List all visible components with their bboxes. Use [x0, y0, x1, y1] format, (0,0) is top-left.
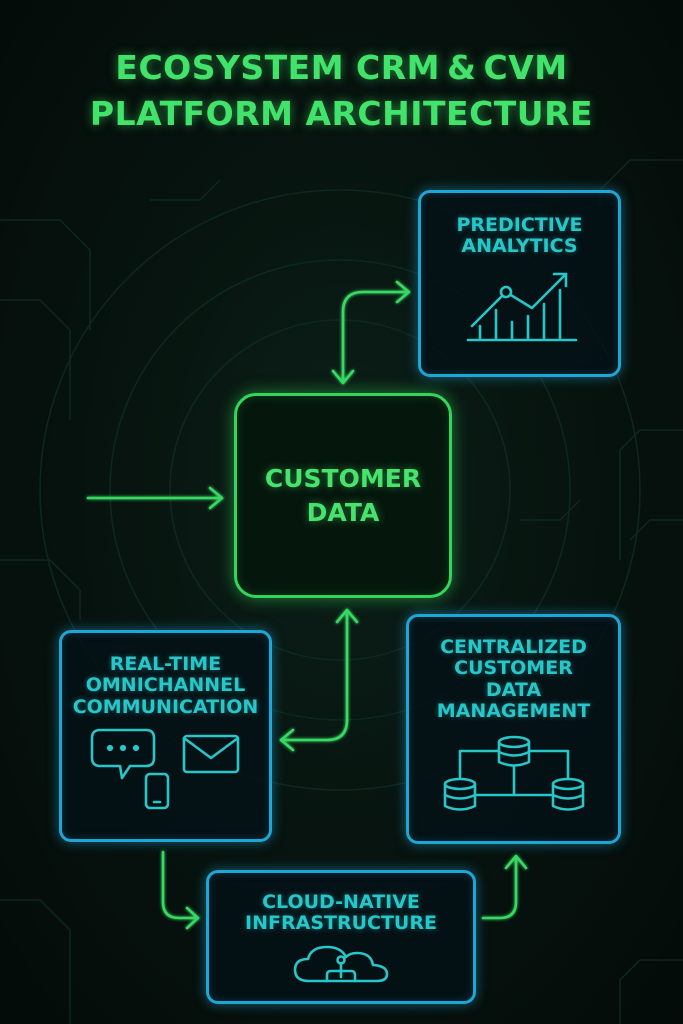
node-label-cloud: CLOUD-NATIVE INFRASTRUCTURE: [245, 891, 437, 935]
label-line: ANALYTICS: [461, 235, 578, 258]
label-line: MANAGEMENT: [436, 700, 591, 723]
input-arrow: [86, 486, 224, 510]
envelope-icon: [182, 735, 239, 774]
label-line: CLOUD-NATIVE: [262, 891, 420, 913]
cloud-icon: [293, 945, 389, 983]
label-line: DATA: [306, 497, 380, 527]
label-line: CENTRALIZED: [440, 636, 587, 658]
mobile-phone-icon: [144, 773, 169, 810]
label-line: COMMUNICATION: [72, 695, 259, 718]
diagram-title-line-2: PLATFORM ARCHITECTURE: [89, 94, 594, 133]
database-icon: [551, 777, 584, 811]
label-line: CUSTOMER: [454, 657, 573, 680]
label-line: REAL-TIME: [109, 653, 222, 675]
label-line: PREDICTIVE: [456, 214, 583, 236]
arrow-omnichannel-to-cloud: [161, 850, 200, 930]
label-line: CUSTOMER: [264, 463, 422, 493]
label-line: INFRASTRUCTURE: [245, 912, 437, 935]
arrow-customer-to-analytics: [331, 280, 411, 385]
chat-bubble-icon: [90, 729, 155, 780]
label-line: DATA: [485, 678, 542, 701]
diagram-title-line-1: ECOSYSTEM CRM & CVM: [115, 48, 568, 87]
node-centralized-data-management: CENTRALIZED CUSTOMER DATA MANAGEMENT: [406, 614, 621, 844]
label-line: OMNICHANNEL: [85, 674, 246, 697]
database-icon: [443, 777, 476, 811]
node-label-centralized: CENTRALIZED CUSTOMER DATA MANAGEMENT: [436, 636, 591, 723]
node-label-customer-data: CUSTOMER DATA: [265, 462, 421, 530]
database-network-icon: [443, 735, 584, 811]
node-omnichannel-communication: REAL-TIME OMNICHANNEL COMMUNICATION: [59, 630, 272, 842]
database-icon: [497, 735, 530, 767]
node-cloud-native-infrastructure: CLOUD-NATIVE INFRASTRUCTURE: [206, 870, 476, 1004]
node-label-predictive-analytics: PREDICTIVE ANALYTICS: [456, 214, 583, 258]
communication-icons: [90, 729, 239, 810]
arrow-customer-to-omnichannel: [279, 608, 359, 752]
arrow-cloud-to-centralized: [481, 854, 528, 920]
node-label-omnichannel: REAL-TIME OMNICHANNEL COMMUNICATION: [72, 653, 259, 718]
node-predictive-analytics: PREDICTIVE ANALYTICS: [418, 190, 621, 377]
line-bar-chart-icon: [466, 272, 577, 342]
node-customer-data: CUSTOMER DATA: [234, 393, 452, 598]
